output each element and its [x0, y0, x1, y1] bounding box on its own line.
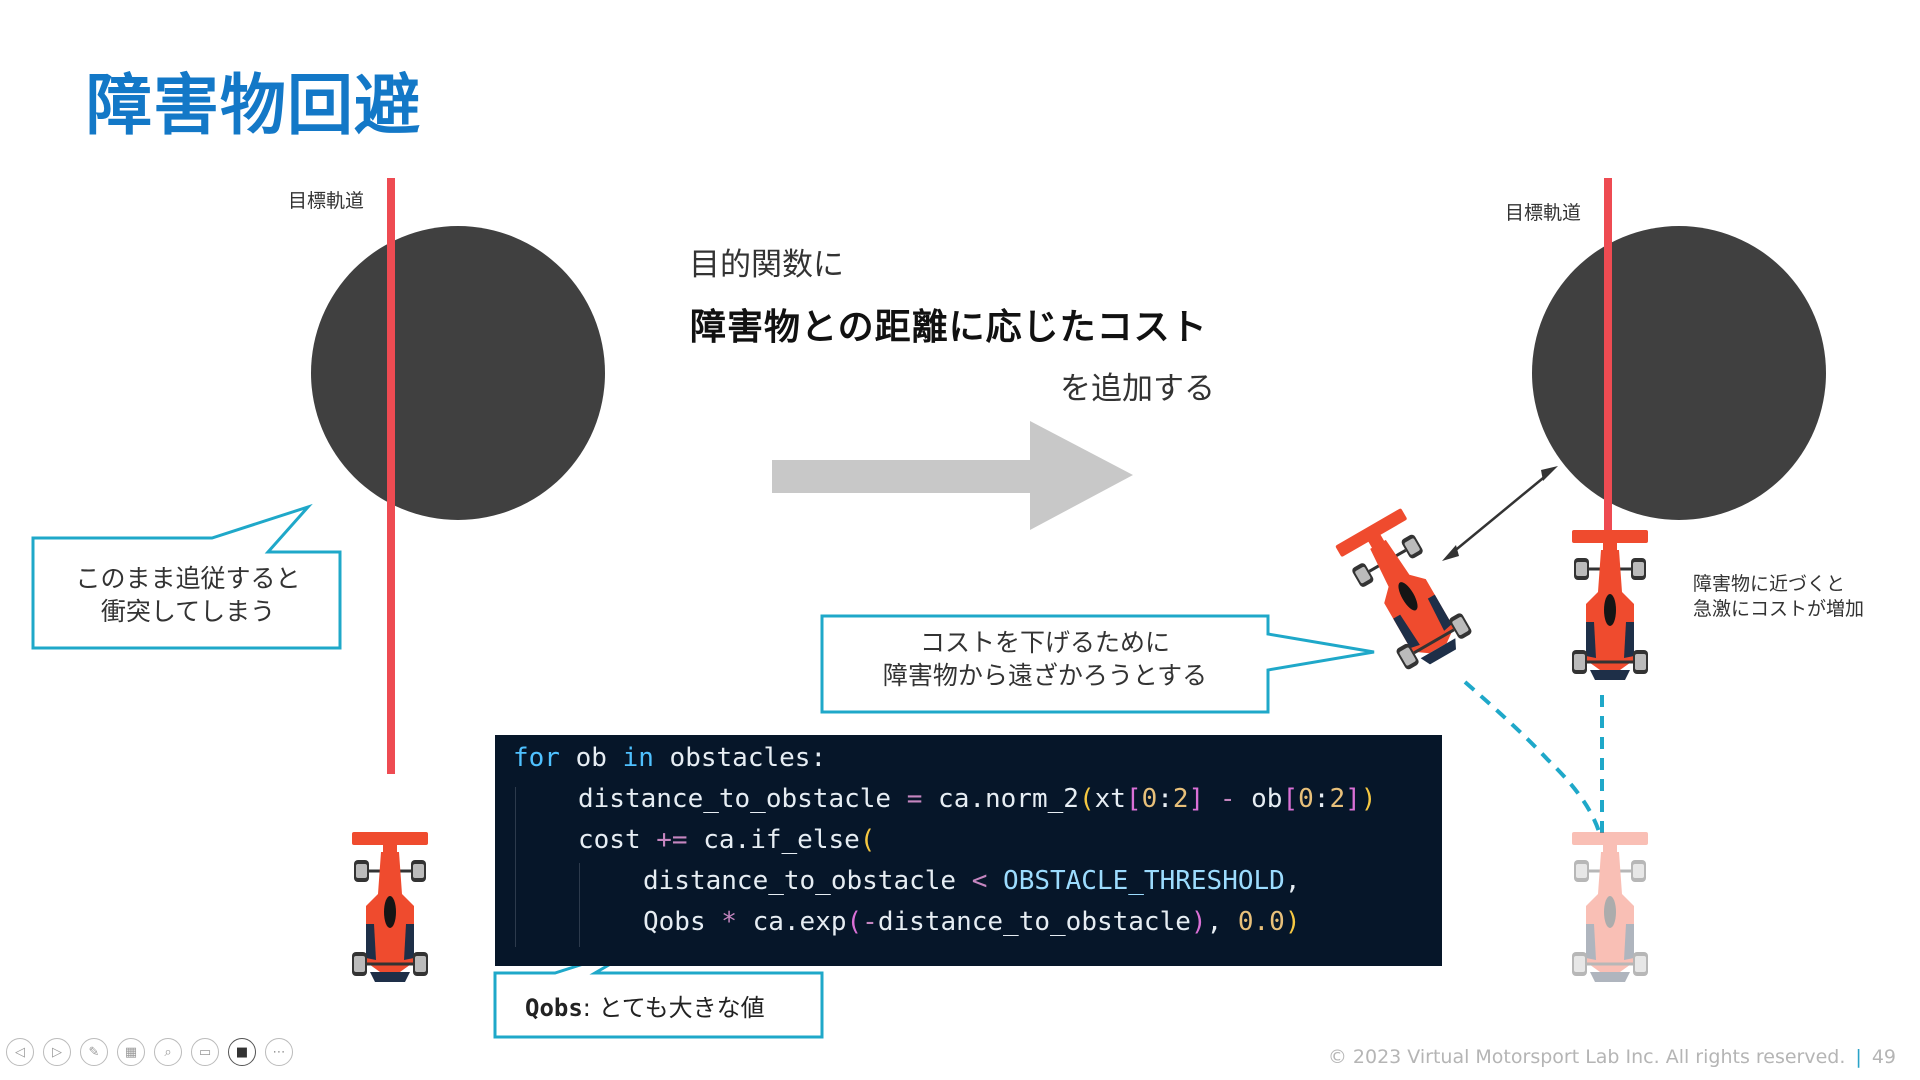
code-line-1: for ob in obstacles:	[513, 743, 827, 773]
subtitles-icon[interactable]: ▭	[191, 1038, 219, 1066]
qobs-callout-bubble	[493, 943, 824, 1039]
obstacle-right	[1532, 226, 1826, 520]
cost-increase-note: 障害物に近づくと 急激にコストが増加	[1693, 573, 1865, 620]
footer-separator: |	[1855, 1046, 1862, 1068]
code-line-5: Qobs * ca.exp(-distance_to_obstacle), 0.…	[643, 907, 1301, 937]
pen-icon[interactable]: ✎	[80, 1038, 108, 1066]
page-number: 49	[1871, 1046, 1896, 1068]
distance-arrow-head-start	[1442, 545, 1459, 561]
distance-arrow-head-end	[1541, 466, 1558, 481]
target-track-left	[387, 178, 395, 774]
code-line-2: distance_to_obstacle = ca.norm_2(xt[0:2]…	[578, 784, 1377, 814]
footer: © 2023 Virtual Motorsport Lab Inc. All r…	[1328, 1046, 1896, 1068]
callout-right-bubble	[820, 614, 1375, 714]
car-right-ghost	[1570, 830, 1650, 984]
qobs-callout-text: Qobs: とても大きな値	[525, 994, 765, 1022]
car-left	[350, 830, 430, 984]
prev-icon[interactable]: ◁	[6, 1038, 34, 1066]
callout-right-text: コストを下げるために 障害物から遠ざかろうとする	[882, 628, 1208, 690]
presentation-toolbar: ◁ ▷ ✎ ▦ ⌕ ▭ ■ ⋯	[6, 1038, 293, 1066]
code-line-3: cost += ca.if_else(	[578, 825, 876, 855]
distance-arrow	[1451, 473, 1549, 554]
center-line3: を追加する	[1060, 371, 1215, 407]
camera-icon[interactable]: ■	[228, 1038, 256, 1066]
target-track-right	[1604, 178, 1612, 530]
big-right-arrow	[772, 421, 1133, 530]
callout-left-bubble	[31, 503, 342, 650]
code-block: for ob in obstacles: distance_to_obstacl…	[495, 735, 1442, 966]
slide-title: 障害物回避	[86, 67, 421, 144]
code-line-4: distance_to_obstacle < OBSTACLE_THRESHOL…	[643, 866, 1301, 896]
callout-left-text: このまま追従すると 衝突してしまう	[75, 564, 301, 626]
track-label-left: 目標軌道	[288, 190, 365, 212]
next-icon[interactable]: ▷	[43, 1038, 71, 1066]
car-right-straight	[1570, 528, 1650, 682]
copyright-text: © 2023 Virtual Motorsport Lab Inc. All r…	[1327, 1046, 1846, 1068]
obstacle-left	[311, 226, 605, 520]
track-label-right: 目標軌道	[1505, 202, 1582, 224]
zoom-icon[interactable]: ⌕	[154, 1038, 182, 1066]
slides-icon[interactable]: ▦	[117, 1038, 145, 1066]
center-line1: 目的関数に	[689, 247, 844, 283]
more-icon[interactable]: ⋯	[265, 1038, 293, 1066]
center-line2: 障害物との距離に応じたコスト	[690, 307, 1208, 348]
avoid-path	[1463, 680, 1602, 836]
